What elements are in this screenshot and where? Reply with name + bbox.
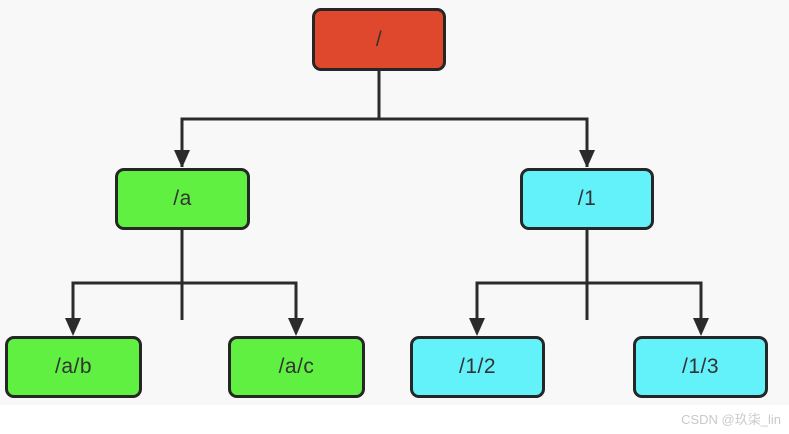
edge-1-to-12 <box>475 230 589 320</box>
tree-node-1-3: /1/3 <box>633 336 768 398</box>
tree-node-1-2: /1/2 <box>410 336 545 398</box>
edge-a-to-ab <box>71 230 184 320</box>
edge-1-to-13 <box>587 281 703 320</box>
tree-node-label: /a/c <box>278 355 315 378</box>
tree-node-a-b: /a/b <box>5 336 142 398</box>
tree-diagram: / /a /1 /a/b /a/c /1/2 /1/3 <box>5 8 768 398</box>
csdn-watermark: CSDN @玖柒_lin <box>681 412 781 427</box>
tree-node-a: /a <box>115 168 250 230</box>
tree-node-label: / <box>375 27 383 51</box>
arrowhead-12 <box>469 318 485 336</box>
tree-node-label: /a <box>173 187 192 210</box>
arrowhead-ab <box>65 318 81 336</box>
arrowhead-a <box>174 150 190 168</box>
tree-node-label: /1/2 <box>458 355 497 378</box>
edge-a-to-ac <box>182 281 298 320</box>
tree-node-label: /a/b <box>54 355 93 378</box>
tree-node-label: /1 <box>577 187 597 210</box>
arrowhead-1 <box>579 150 595 168</box>
tree-node-1: /1 <box>520 168 654 230</box>
tree-node-root: / <box>312 8 446 71</box>
tree-node-a-c: /a/c <box>228 336 365 398</box>
tree-node-label: /1/3 <box>681 355 720 378</box>
arrowhead-13 <box>693 318 709 336</box>
arrowhead-ac <box>288 318 304 336</box>
